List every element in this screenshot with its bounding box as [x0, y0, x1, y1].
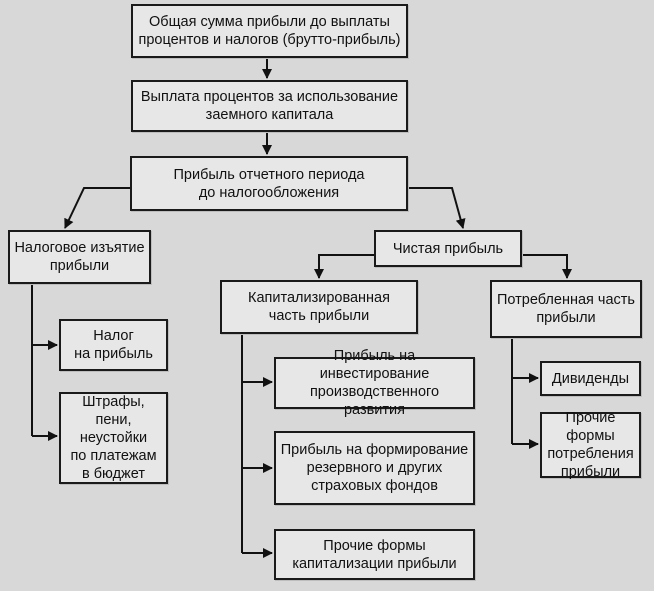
arrow-pretax-to-net [408, 187, 466, 229]
node-other-consumption: Прочие формы потребления прибыли [540, 410, 641, 480]
arrow-net-to-consumed [522, 254, 572, 279]
node-reserve: Прибыль на формирование резервного и дру… [274, 431, 475, 505]
node-capitalized: Капитализированная часть прибыли [220, 280, 418, 334]
node-interest: Выплата процентов за использование заемн… [131, 80, 408, 132]
node-tax-withdrawal: Налоговое изъятие прибыли [8, 230, 151, 284]
node-consumed: Потребленная часть прибыли [490, 280, 642, 338]
node-other-capital: Прочие формы капитализации прибыли [274, 529, 475, 580]
node-dividends: Дивиденды [540, 361, 641, 396]
node-invest: Прибыль на инвестирование производственн… [274, 348, 475, 418]
arrow-pretax-to-tax [64, 187, 130, 229]
node-gross-profit: Общая сумма прибыли до выплаты процентов… [131, 4, 408, 58]
node-income-tax: Налог на прибыль [59, 319, 168, 371]
arrow-net-to-capitalized [314, 254, 374, 279]
node-net-profit: Чистая прибыль [374, 230, 522, 267]
node-pretax-profit: Прибыль отчетного периода до налогооблож… [130, 156, 408, 211]
node-fines: Штрафы, пени, неустойки по платежам в бю… [59, 392, 168, 484]
